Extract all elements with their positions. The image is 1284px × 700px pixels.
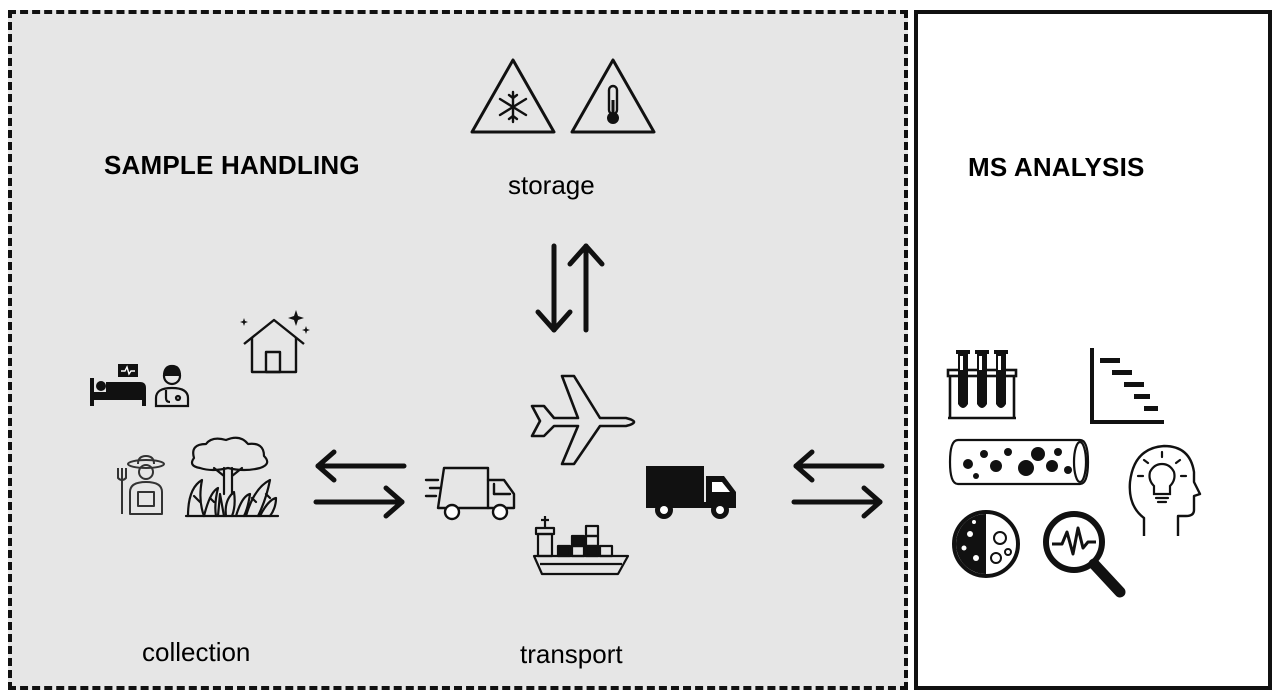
chromatogram-icon bbox=[1090, 348, 1164, 424]
head-lightbulb-icon bbox=[1128, 444, 1202, 536]
petri-dish-icon bbox=[952, 510, 1020, 578]
storage-label: storage bbox=[508, 170, 595, 200]
column-particles-icon bbox=[948, 438, 1090, 486]
bidirectional-horizontal-arrows-icon bbox=[313, 449, 407, 519]
sample-handling-title: SAMPLE HANDLING bbox=[104, 150, 360, 180]
forest-icon bbox=[184, 436, 280, 518]
test-tubes-icon bbox=[946, 350, 1018, 420]
house-icon bbox=[240, 310, 310, 374]
bidirectional-vertical-arrows-icon bbox=[535, 243, 605, 333]
doctor-icon bbox=[154, 364, 190, 408]
bidirectional-horizontal-arrows-icon bbox=[791, 449, 885, 519]
sample-handling-panel bbox=[8, 10, 908, 690]
freeze-warning-icon bbox=[470, 58, 556, 134]
signal-magnifier-icon bbox=[1043, 511, 1126, 598]
transport-label: transport bbox=[520, 639, 623, 669]
delivery-truck-icon bbox=[424, 466, 516, 521]
airplane-icon bbox=[530, 374, 636, 466]
collection-label: collection bbox=[142, 637, 251, 667]
hospital-bed-icon bbox=[90, 364, 146, 406]
temperature-warning-icon bbox=[570, 58, 656, 134]
filled-truck-icon bbox=[646, 466, 736, 519]
ms-analysis-title: MS ANALYSIS bbox=[968, 152, 1145, 182]
cargo-ship-icon bbox=[532, 516, 630, 576]
farmer-icon bbox=[117, 455, 165, 515]
